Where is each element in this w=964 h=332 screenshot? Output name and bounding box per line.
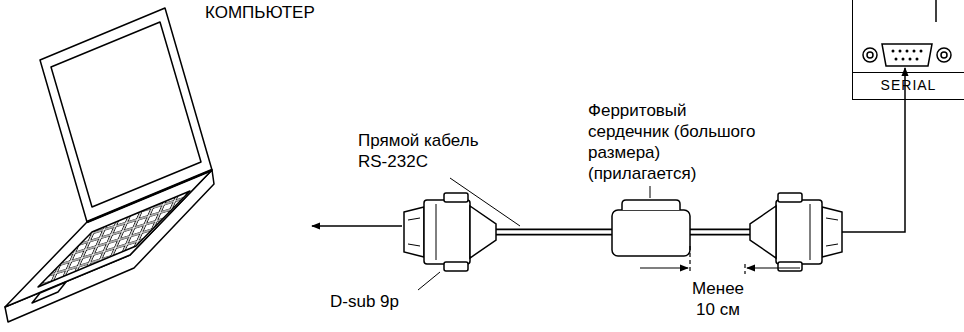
callout-label: Менее 10 см [688,278,748,320]
port-panel: SERIAL [852,0,964,100]
laptop [5,8,214,322]
leader-line [450,178,520,226]
callout-label: Ферритовый сердечник (большого размера) … [588,100,770,184]
dsub-connector [750,193,842,271]
serial-port [863,0,951,66]
direction-arrow [312,225,402,227]
dsub-connector [404,193,496,271]
callout-label: Прямой кабель RS-232C [358,130,498,172]
callout-label: D-sub 9p [330,291,430,312]
ferrite-core [612,200,690,256]
port-label: SERIAL [853,72,964,98]
callout-label: КОМПЬЮТЕР [205,2,365,23]
leader-line [650,186,651,198]
dimension [640,246,800,274]
leader-line [418,272,440,290]
